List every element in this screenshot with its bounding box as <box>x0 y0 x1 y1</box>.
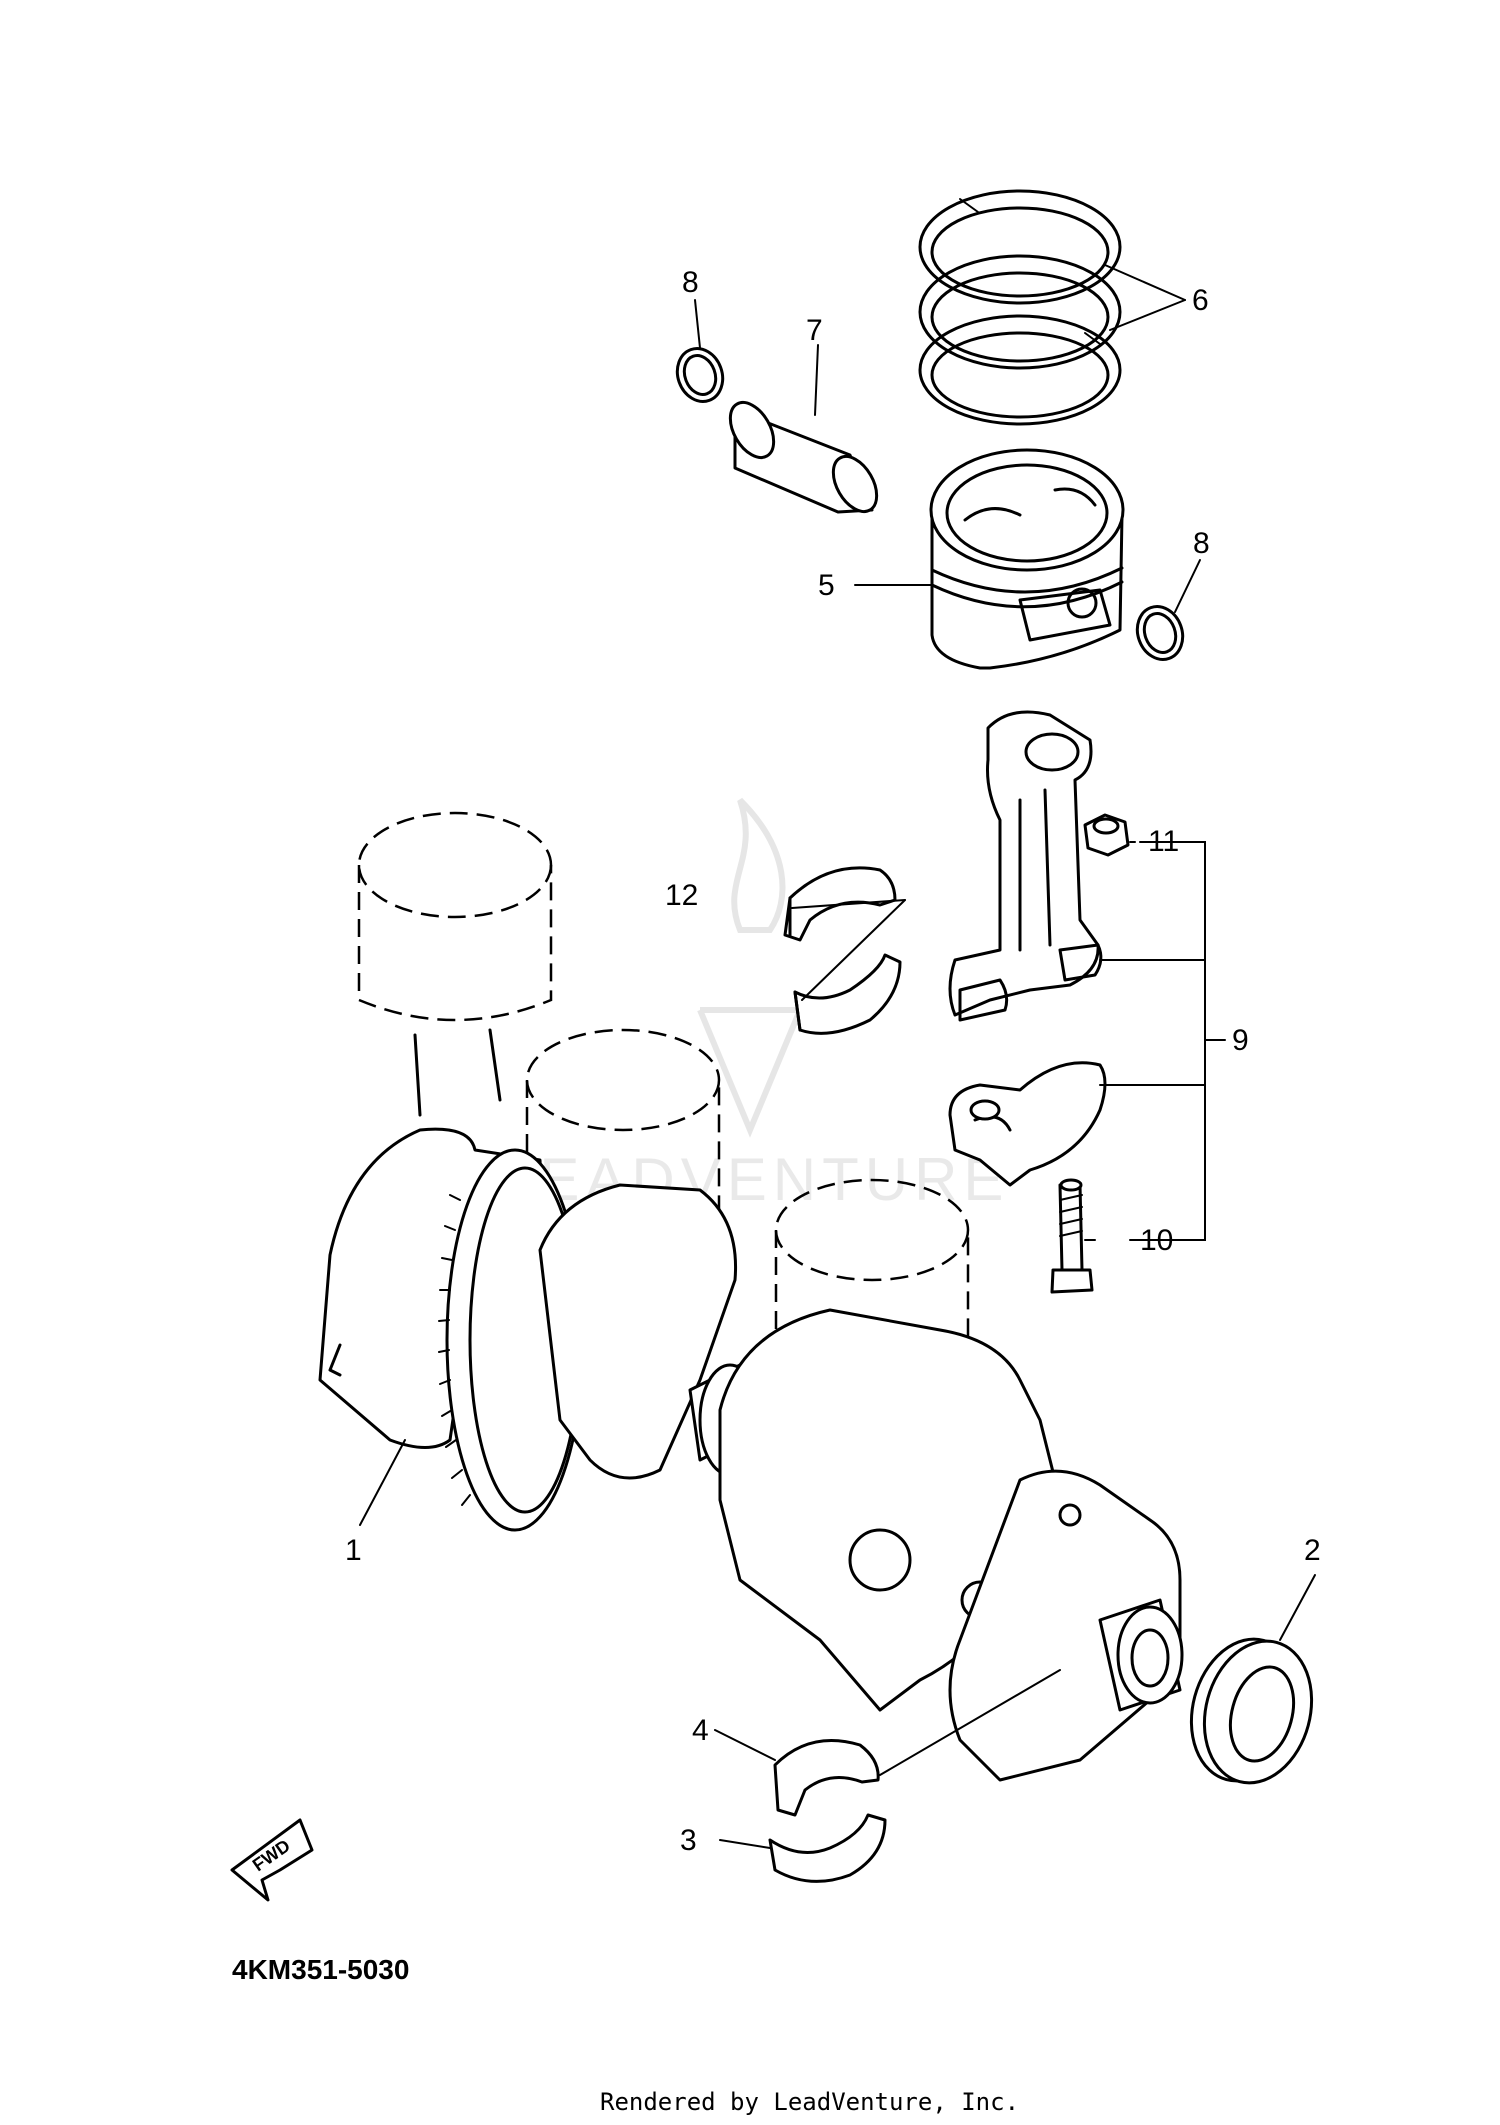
fwd-arrow-icon: FWD <box>230 1818 314 1902</box>
callout-2[interactable]: 2 <box>1304 1534 1321 1567</box>
callout-7[interactable]: 7 <box>806 314 823 347</box>
callout-3[interactable]: 3 <box>680 1824 697 1857</box>
crankshaft-part[interactable] <box>318 1127 1184 1782</box>
callout-11[interactable]: 11 <box>1148 825 1179 858</box>
callout-10[interactable]: 10 <box>1140 1224 1173 1257</box>
render-credit: Rendered by LeadVenture, Inc. <box>600 2088 1020 2116</box>
callout-1[interactable]: 1 <box>345 1534 362 1567</box>
callout-8b[interactable]: 8 <box>1193 527 1210 560</box>
rod-nut-part[interactable] <box>1083 813 1130 857</box>
callout-12[interactable]: 12 <box>665 879 698 912</box>
callout-8a[interactable]: 8 <box>682 266 699 299</box>
connecting-rod-part[interactable] <box>948 710 1103 1022</box>
ghost-piston-left <box>357 811 553 1117</box>
piston-part[interactable] <box>929 448 1125 670</box>
connecting-rod-cap-part[interactable] <box>948 1061 1107 1187</box>
callout-5[interactable]: 5 <box>818 569 835 602</box>
oil-seal-part[interactable] <box>1176 1627 1327 1795</box>
callout-9[interactable]: 9 <box>1232 1024 1249 1057</box>
callout-4[interactable]: 4 <box>692 1714 709 1747</box>
callout-6[interactable]: 6 <box>1192 284 1209 317</box>
diagram-code: 4KM351-5030 <box>232 1954 410 1985</box>
rod-bolt-part[interactable] <box>1050 1178 1094 1294</box>
watermark-logo: LEADVENTURE <box>500 797 1003 1213</box>
main-bearing-upper[interactable] <box>773 1739 880 1817</box>
piston-pin-clip-top[interactable] <box>670 342 730 408</box>
callout-labels: 8 7 6 8 5 12 11 9 10 1 2 4 3 <box>345 266 1321 1857</box>
piston-pin-clip-right[interactable] <box>1130 600 1190 666</box>
leader-lines <box>359 264 1316 1849</box>
piston-pin-part[interactable] <box>721 395 885 519</box>
connecting-rod-bearing-lower[interactable] <box>793 953 902 1035</box>
piston-rings-part[interactable] <box>918 189 1122 426</box>
main-bearing-lower[interactable] <box>768 1813 887 1883</box>
